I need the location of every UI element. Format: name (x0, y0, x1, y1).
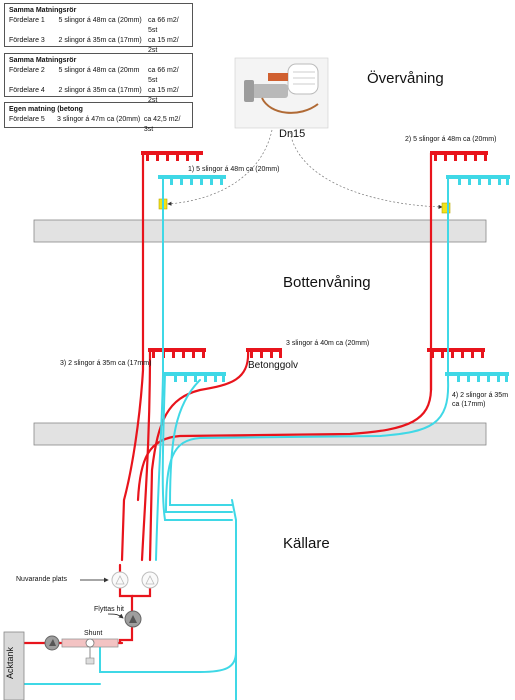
flyttas-label: Flyttas hit (94, 606, 124, 613)
cell: 2 slingor á 35m ca (17mm) (58, 37, 142, 44)
cell: 5 slingor á 48m ca (20mm (58, 67, 140, 74)
valve-image (234, 57, 329, 129)
cell: Fördelare 2 (9, 67, 45, 74)
nuvarande-label: Nuvarande plats (16, 576, 67, 583)
zone-valve-2 (441, 202, 451, 214)
info-box-1-row-1: Fördelare 1 5 slingor á 48m ca (20mm) ca… (9, 16, 188, 36)
betonggolv-label: Betonggolv (248, 360, 299, 371)
info-box-1: Samma Matningsrör Fördelare 1 5 slingor … (4, 3, 193, 54)
cell: Fördelare 4 (9, 87, 45, 94)
cell: ca 66 m2/ 5st (147, 17, 179, 34)
return-pipes (19, 176, 450, 700)
note-manifold-4a: 4) 2 slingor á 35m (452, 392, 509, 399)
pump-current-2 (141, 571, 159, 589)
shunt-valve (61, 638, 119, 665)
sensor-line-2 (289, 131, 443, 209)
cell: ca 15 m2/ 2st (147, 37, 179, 54)
manifold-5 (246, 348, 282, 358)
info-box-2: Samma Matningsrör Fördelare 2 5 slingor … (4, 53, 193, 104)
acktank (3, 631, 25, 700)
info-box-2-row-2: Fördelare 4 2 slingor á 35m ca (17mm) ca… (9, 86, 188, 106)
note-manifold-4b: ca (17mm) (452, 401, 486, 408)
pump-acktank (44, 635, 60, 651)
note-manifold-2: 2) 5 slingor á 48m ca (20mm) (405, 136, 497, 143)
manifold-1 (141, 151, 226, 185)
cell: ca 66 m2/ 5st (147, 67, 179, 84)
floor-slab-upper (33, 219, 487, 243)
manifold-4 (427, 348, 509, 382)
cell: Fördelare 1 (9, 17, 45, 24)
acktank-label: Acktank (5, 646, 16, 680)
cell: 5 slingor á 48m ca (20mm) (58, 17, 142, 24)
note-manifold-5: 3 slingor á 40m ca (20mm) (286, 340, 370, 347)
cell: Fördelare 3 (9, 37, 45, 44)
floor-label-ground: Bottenvåning (283, 274, 371, 291)
pump-moved (124, 610, 142, 628)
arrow-flyttas (107, 613, 124, 619)
cell: ca 15 m2/ 2st (147, 87, 179, 104)
pump-current-1 (111, 571, 129, 589)
sensor-line-1 (167, 129, 273, 206)
info-box-2-header: Samma Matningsrör (9, 57, 77, 64)
info-box-2-row-1: Fördelare 2 5 slingor á 48m ca (20mm ca … (9, 66, 188, 86)
manifold-2 (430, 151, 510, 185)
cell: 3 slingor á 47m ca (20mm) (57, 116, 141, 123)
manifold-3 (148, 348, 226, 382)
floor-label-basement: Källare (283, 535, 330, 552)
info-box-3-row-1: Fördelare 5 3 slingor á 47m ca (20mm) ca… (9, 115, 188, 135)
info-box-3: Egen matning (betong Fördelare 5 3 sling… (4, 102, 193, 133)
cell: ca 42,5 m2/ 3st (143, 116, 181, 133)
cell: Fördelare 5 (9, 116, 45, 123)
note-manifold-1: 1) 5 slingor á 48m ca (20mm) (188, 166, 280, 173)
info-box-1-header: Samma Matningsrör (9, 7, 77, 14)
info-box-1-row-2: Fördelare 3 2 slingor á 35m ca (17mm) ca… (9, 36, 188, 56)
note-manifold-3: 3) 2 slingor á 35m ca (17mm) (60, 360, 152, 367)
info-box-3-header: Egen matning (betong (9, 106, 83, 113)
valve-label: Dn15 (279, 128, 306, 140)
cell: 2 slingor á 35m ca (17mm) (58, 87, 142, 94)
floor-label-upper: Övervåning (367, 70, 444, 87)
shunt-label: Shunt (84, 630, 103, 637)
